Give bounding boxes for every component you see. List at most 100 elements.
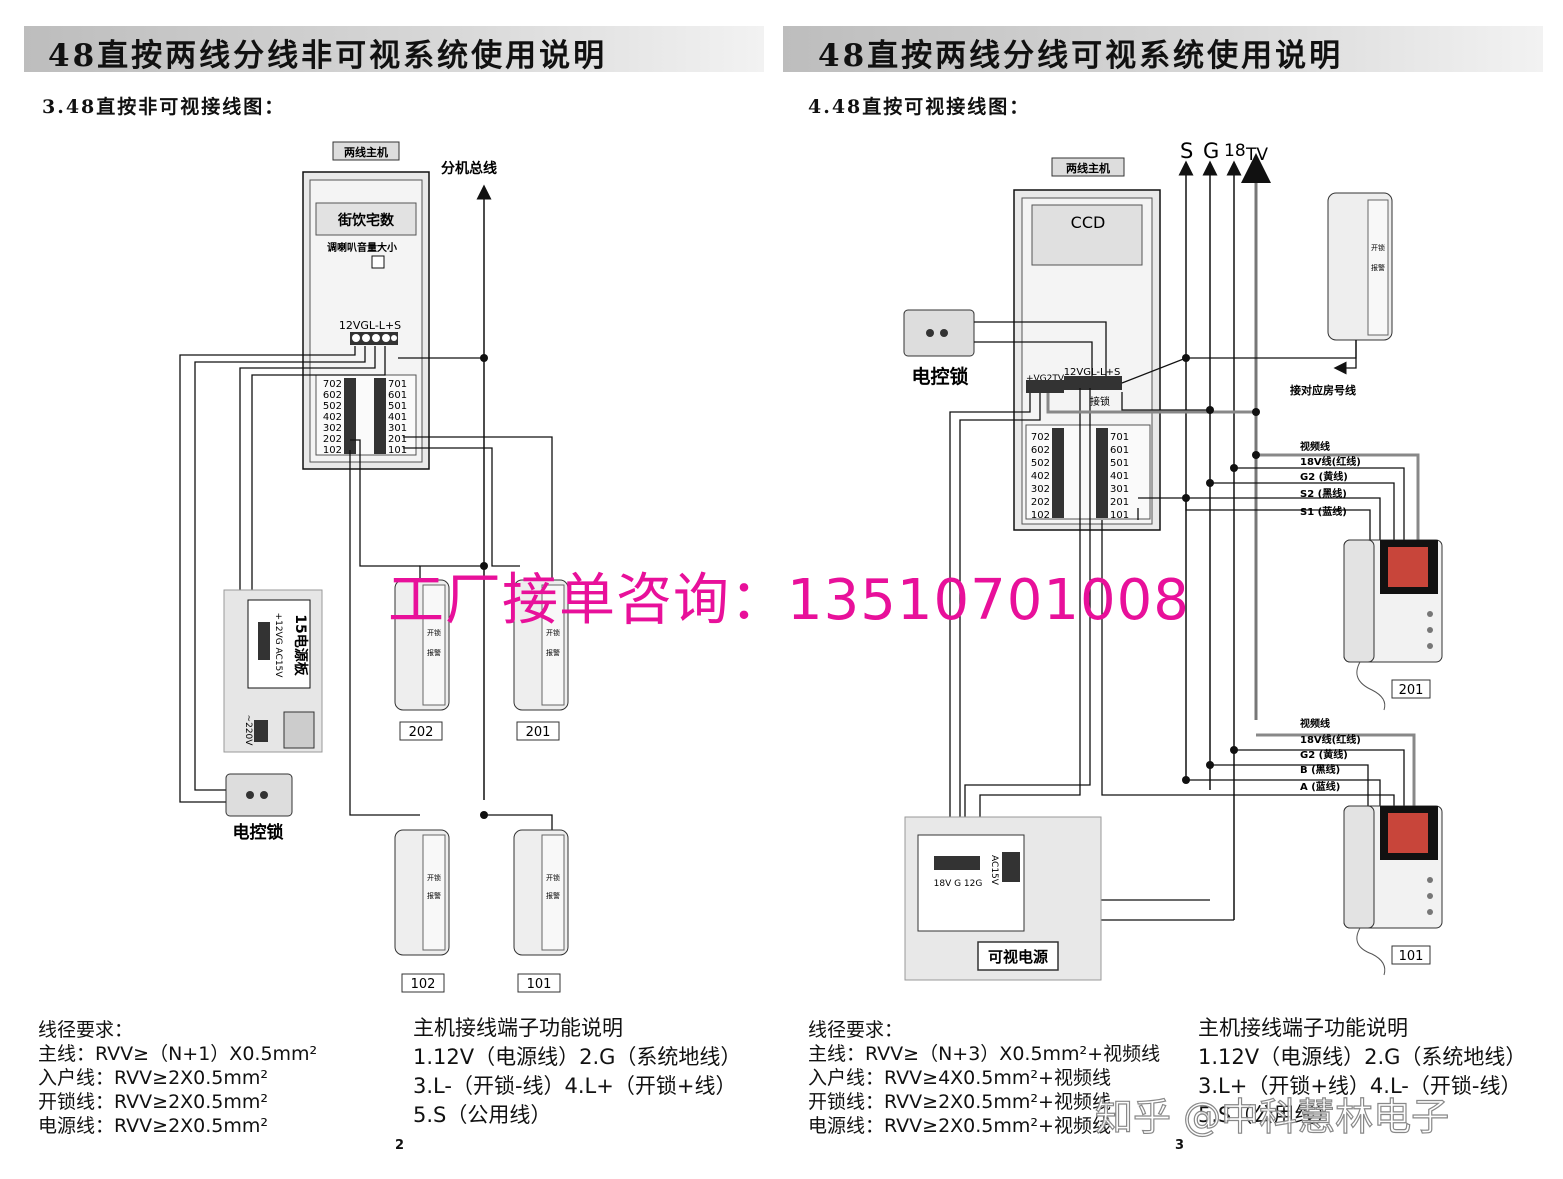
svg-text:401: 401 <box>388 412 407 423</box>
right-terminal-left-row: +VG2TV <box>1026 374 1065 384</box>
svg-text:201: 201 <box>526 725 551 740</box>
right-bus-label-tv: TV <box>1245 145 1268 165</box>
svg-text:402: 402 <box>1031 471 1050 482</box>
right-title-bar <box>783 26 1543 72</box>
right-monitor-101: 101 <box>1343 805 1443 976</box>
right-bus-label-s: S <box>1180 139 1193 163</box>
svg-text:302: 302 <box>1031 484 1050 495</box>
svg-text:201: 201 <box>1110 497 1129 508</box>
right-wire-group-101: 视频线 18V线(红线) G2 (黄线) B (黑线) A (蓝线) <box>1300 717 1361 793</box>
svg-text:501: 501 <box>388 401 407 412</box>
left-bus-label: 分机总线 <box>441 160 497 177</box>
right-bus-label-18: 18 <box>1224 141 1246 161</box>
svg-text:S2 (黑线): S2 (黑线) <box>1300 487 1347 500</box>
svg-text:开锁: 开锁 <box>1371 243 1385 252</box>
svg-text:602: 602 <box>1031 445 1050 456</box>
svg-text:A (蓝线): A (蓝线) <box>1300 780 1340 793</box>
svg-text:G2 (黄线): G2 (黄线) <box>1300 748 1348 761</box>
svg-text:102: 102 <box>1031 510 1050 521</box>
svg-text:701: 701 <box>1110 432 1129 443</box>
left-page-number: 2 <box>395 1138 405 1153</box>
right-electric-lock <box>903 309 975 357</box>
svg-text:报警: 报警 <box>1371 263 1385 272</box>
svg-text:702: 702 <box>323 379 342 390</box>
left-electric-lock <box>225 773 293 817</box>
left-wiring-diagram: 两线主机 街饮宅数 调喇叭音量大小 12VGL-L+S 702 602 502 … <box>179 141 569 993</box>
svg-text:G2 (黄线): G2 (黄线) <box>1300 470 1348 483</box>
svg-text:102: 102 <box>411 977 436 992</box>
right-section-heading: 4.48直按可视接线图： <box>808 96 1031 118</box>
svg-text:视频线: 视频线 <box>1300 717 1330 730</box>
left-terminal-row: 12VGL-L+S <box>339 319 401 332</box>
svg-text:702: 702 <box>1031 432 1050 443</box>
svg-text:B (黑线): B (黑线) <box>1300 763 1340 776</box>
svg-text:201: 201 <box>1399 683 1424 698</box>
svg-text:101: 101 <box>388 445 407 456</box>
svg-text:602: 602 <box>323 390 342 401</box>
svg-text:102: 102 <box>323 445 342 456</box>
svg-text:401: 401 <box>1110 471 1129 482</box>
left-handset-101: 开锁 报警 101 <box>513 829 569 993</box>
left-power-board-terminals: +12VG AC15V <box>273 613 283 679</box>
right-ccd-label: CCD <box>1071 213 1106 232</box>
left-top-terminals <box>350 332 398 345</box>
svg-text:开锁: 开锁 <box>546 628 560 637</box>
left-title-bar <box>24 26 764 72</box>
left-terminal-specs: 主机接线端子功能说明 1.12V（电源线）2.G（系统地线） 3.L-（开锁-线… <box>413 1016 742 1127</box>
left-volume-knob <box>371 255 385 269</box>
right-page-number: 3 <box>1175 1138 1185 1153</box>
left-transformer <box>283 711 315 749</box>
svg-text:201: 201 <box>388 434 407 445</box>
left-host-label-box <box>332 141 400 161</box>
svg-text:视频线: 视频线 <box>1300 440 1330 453</box>
svg-text:202: 202 <box>409 725 434 740</box>
right-host-label: 两线主机 <box>1066 161 1110 175</box>
left-power-ac-label: ~220V <box>243 715 253 747</box>
left-section-heading: 3.48直按非可视接线图： <box>42 96 286 118</box>
right-lock-label: 电控锁 <box>911 365 968 388</box>
svg-text:402: 402 <box>323 412 342 423</box>
svg-text:202: 202 <box>323 434 342 445</box>
right-handset-note: 接对应房号线 <box>1290 383 1356 397</box>
left-handset-102: 开锁 报警 102 <box>394 829 450 993</box>
right-terminal-specs: 主机接线端子功能说明 1.12V（电源线）2.G（系统地线） 3.L+（开锁+线… <box>1198 1016 1527 1127</box>
zhihu-watermark: 知乎 @中科慧林电子 <box>1094 1094 1450 1139</box>
right-title: 48直按两线分线可视系统使用说明 <box>818 38 1344 74</box>
svg-text:501: 501 <box>1110 458 1129 469</box>
svg-text:S1 (蓝线): S1 (蓝线) <box>1300 505 1347 518</box>
right-lock-connect-label: 接锁 <box>1090 395 1110 408</box>
svg-text:601: 601 <box>388 390 407 401</box>
left-power-board-title: 15电源板 <box>292 614 309 676</box>
svg-text:301: 301 <box>1110 484 1129 495</box>
svg-text:101: 101 <box>527 977 552 992</box>
svg-text:开锁: 开锁 <box>546 873 560 882</box>
svg-text:601: 601 <box>1110 445 1129 456</box>
svg-text:开锁: 开锁 <box>427 873 441 882</box>
left-handset-201: 开锁 报警 201 <box>513 579 569 741</box>
right-wiring-diagram: S G 18 TV 两线主机 CCD 12VGL-L+S +VG2TV 接锁 7… <box>903 139 1443 981</box>
left-host-label: 两线主机 <box>344 145 388 159</box>
right-power-board <box>917 834 1025 932</box>
left-wire-notes: 线径要求： 主线：RVV≥（N+1）X0.5mm² 入户线：RVV≥2X0.5m… <box>38 1019 318 1137</box>
svg-text:报警: 报警 <box>546 648 560 657</box>
svg-text:18V线(红线): 18V线(红线) <box>1300 455 1361 468</box>
svg-text:301: 301 <box>388 423 407 434</box>
right-room-terminals: 702 602 502 402 302 202 102 701 601 501 … <box>1031 428 1129 521</box>
svg-text:报警: 报警 <box>546 891 560 900</box>
svg-text:701: 701 <box>388 379 407 390</box>
svg-text:101: 101 <box>1399 949 1424 964</box>
right-power-ac: AC15V <box>989 855 999 886</box>
left-volume-label: 调喇叭音量大小 <box>327 241 397 254</box>
svg-text:开锁: 开锁 <box>427 628 441 637</box>
svg-text:502: 502 <box>323 401 342 412</box>
svg-text:报警: 报警 <box>427 648 441 657</box>
right-handset-top: 开锁 报警 <box>1327 192 1393 341</box>
left-title: 48直按两线分线非可视系统使用说明 <box>48 38 608 74</box>
left-room-terminals: 702 602 502 402 302 202 102 701 601 501 … <box>323 378 407 456</box>
right-wire-group-201: 视频线 18V线(红线) G2 (黄线) S2 (黑线) S1 (蓝线) <box>1300 440 1361 518</box>
contact-watermark: 工厂接单咨询：13510701008 <box>388 568 1190 633</box>
left-panel-header: 街饮宅数 <box>337 212 395 229</box>
right-power-terminals: 18V G 12G <box>934 879 983 889</box>
svg-text:18V线(红线): 18V线(红线) <box>1300 733 1361 746</box>
right-bus-label-g: G <box>1203 139 1219 163</box>
